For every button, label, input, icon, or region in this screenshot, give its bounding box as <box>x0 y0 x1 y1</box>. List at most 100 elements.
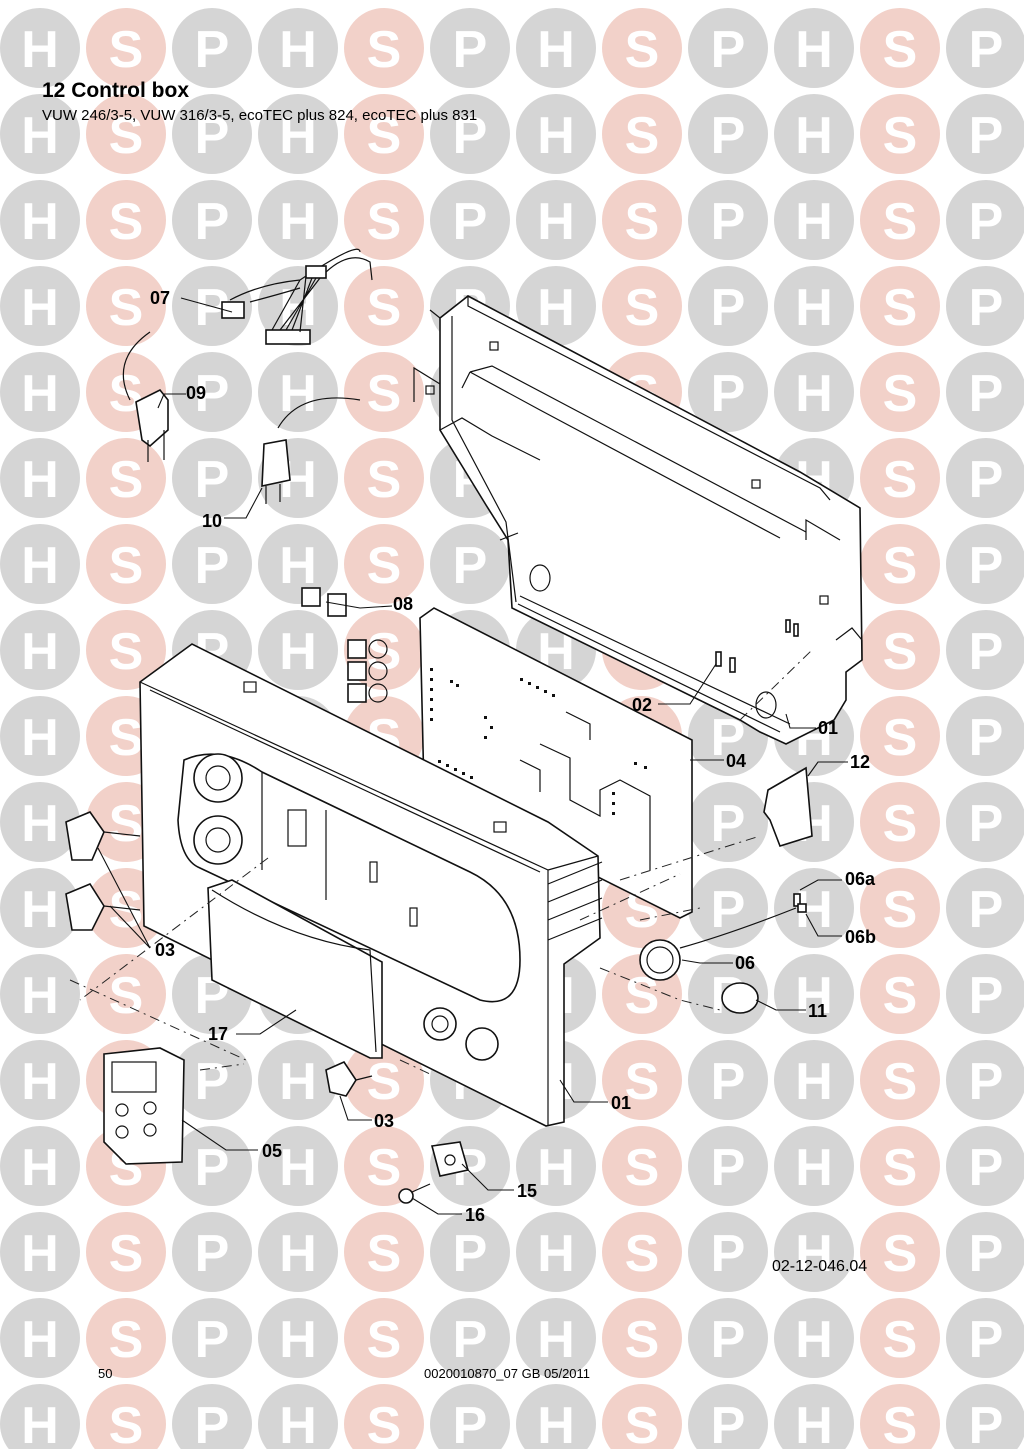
watermark-circle <box>86 954 166 1034</box>
watermark-circle <box>0 1298 80 1378</box>
watermark-circle <box>860 868 940 948</box>
watermark-letter: S <box>883 21 918 79</box>
watermark-letter: S <box>883 709 918 767</box>
watermark-circle <box>430 94 510 174</box>
watermark-letter: P <box>711 1397 746 1449</box>
watermark-letter: P <box>195 193 230 251</box>
watermark-letter: H <box>21 881 59 939</box>
watermark-letter: S <box>883 1311 918 1369</box>
watermark-letter: S <box>367 21 402 79</box>
watermark-letter: S <box>883 537 918 595</box>
watermark-letter: H <box>279 1397 317 1449</box>
watermark-circle <box>0 180 80 260</box>
watermark-letter: P <box>969 451 1004 509</box>
watermark-letter: S <box>109 21 144 79</box>
watermark-circle <box>946 438 1024 518</box>
watermark-letter: P <box>195 537 230 595</box>
watermark-circle <box>258 1040 338 1120</box>
watermark-letter: S <box>883 881 918 939</box>
watermark-circle <box>602 1298 682 1378</box>
watermark-letter: S <box>625 1397 660 1449</box>
watermark-circle <box>946 1126 1024 1206</box>
retaining-clip <box>430 1141 470 1177</box>
watermark-letter: S <box>367 193 402 251</box>
watermark-letter: H <box>21 1053 59 1111</box>
watermark-circle <box>946 954 1024 1034</box>
watermark-letter: S <box>625 193 660 251</box>
watermark-letter: H <box>795 1053 833 1111</box>
watermark-circle <box>344 266 424 346</box>
watermark-letter: S <box>109 967 144 1025</box>
watermark-letter: S <box>625 1053 660 1111</box>
watermark-letter: S <box>367 279 402 337</box>
document-code: 0020010870_07 GB 05/2011 <box>424 1366 591 1381</box>
watermark-circle <box>86 1212 166 1292</box>
watermark-circle <box>0 954 80 1034</box>
watermark-circle <box>258 352 338 432</box>
watermark-letter: S <box>625 1225 660 1283</box>
watermark-circle <box>946 868 1024 948</box>
watermark-letter: H <box>21 193 59 251</box>
watermark-letter: S <box>883 107 918 165</box>
watermark-letter: H <box>795 1311 833 1369</box>
watermark-letter: H <box>537 1225 575 1283</box>
mains-lead-plug-straight <box>261 397 361 504</box>
watermark-letter: P <box>969 1397 1004 1449</box>
pressure-gauge <box>639 893 807 981</box>
watermark-letter: S <box>109 1225 144 1283</box>
watermark-letter: P <box>969 1053 1004 1111</box>
watermark-letter: H <box>795 1397 833 1449</box>
watermark-circle <box>344 1212 424 1292</box>
watermark-letter: S <box>625 1311 660 1369</box>
front-fascia <box>139 643 603 1127</box>
callout-11: 11 <box>808 1001 828 1021</box>
watermark-circle <box>602 8 682 88</box>
watermark-circle <box>430 1384 510 1449</box>
watermark-circle <box>946 180 1024 260</box>
watermark-circle <box>258 1298 338 1378</box>
fixing-screw <box>398 1183 431 1204</box>
watermark-circle <box>946 352 1024 432</box>
watermark-letter: P <box>711 1053 746 1111</box>
watermark-letter: S <box>883 1053 918 1111</box>
watermark-circle <box>258 8 338 88</box>
watermark-letter: S <box>109 623 144 681</box>
watermark-letter: H <box>795 967 833 1025</box>
watermark-circle <box>172 352 252 432</box>
watermark-letter: P <box>195 451 230 509</box>
watermark-circle <box>344 1126 424 1206</box>
watermark-circle <box>258 1212 338 1292</box>
watermark-circle <box>172 1298 252 1378</box>
watermark-letter: P <box>969 193 1004 251</box>
gauge-cap <box>721 982 759 1014</box>
watermark-circle <box>258 94 338 174</box>
watermark-letter: H <box>21 623 59 681</box>
watermark-circle <box>172 1040 252 1120</box>
watermark-letter: S <box>883 623 918 681</box>
watermark-circle <box>0 610 80 690</box>
watermark-circle <box>0 438 80 518</box>
watermark-letter: S <box>367 107 402 165</box>
watermark-circle <box>0 1212 80 1292</box>
watermark-letter: H <box>795 279 833 337</box>
watermark-circle <box>946 266 1024 346</box>
watermark-letter: H <box>21 709 59 767</box>
watermark-circle <box>774 1384 854 1449</box>
watermark-circle <box>688 352 768 432</box>
watermark-circle <box>0 524 80 604</box>
watermark-letter: S <box>883 451 918 509</box>
watermark-circle <box>258 610 338 690</box>
watermark-letter: P <box>453 1225 488 1283</box>
fuses <box>715 619 799 673</box>
callout-10: 10 <box>202 511 223 531</box>
watermark-letter: H <box>537 193 575 251</box>
watermark-letter: P <box>969 365 1004 423</box>
watermark-circle <box>0 266 80 346</box>
watermark-letter: S <box>367 537 402 595</box>
watermark-letter: P <box>453 107 488 165</box>
watermark-letter: P <box>711 107 746 165</box>
watermark-circle <box>86 1298 166 1378</box>
watermark-circle <box>946 1298 1024 1378</box>
watermark-circle <box>86 438 166 518</box>
watermark-letter: H <box>279 1139 317 1197</box>
